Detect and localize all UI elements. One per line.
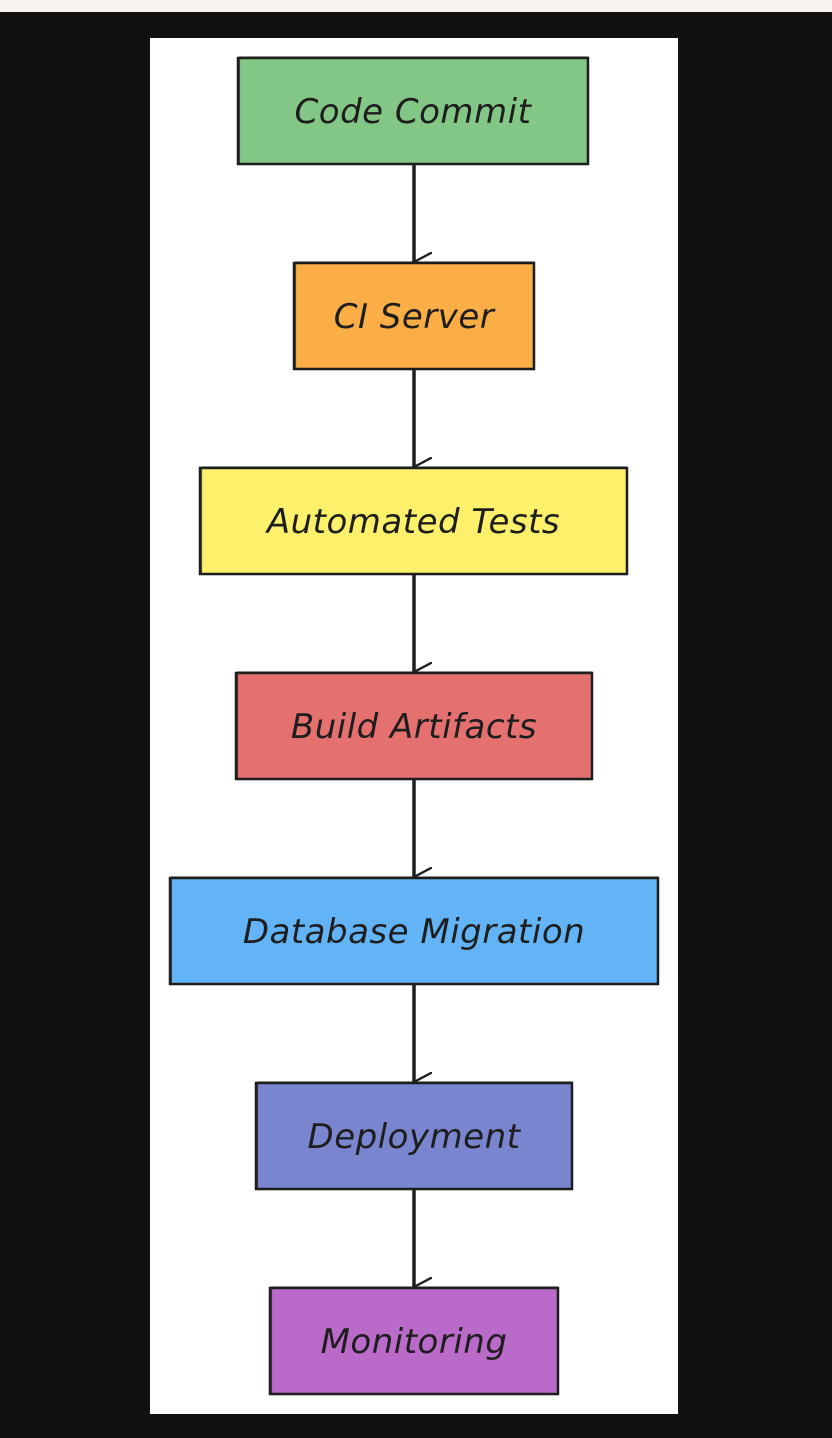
node-box bbox=[268, 1286, 560, 1396]
node-box-sketch bbox=[236, 671, 593, 781]
node-box bbox=[168, 876, 660, 986]
node-box-sketch bbox=[270, 1286, 559, 1396]
node-label: Database Migration bbox=[243, 912, 585, 952]
node-deployment: Deployment bbox=[254, 1081, 574, 1191]
node-build-artifacts: Build Artifacts bbox=[234, 671, 594, 781]
node-label: Monitoring bbox=[321, 1322, 508, 1362]
node-box-sketch bbox=[200, 466, 628, 576]
node-code-commit: Code Commit bbox=[236, 56, 590, 166]
node-box-sketch bbox=[294, 261, 535, 371]
node-monitoring: Monitoring bbox=[268, 1286, 560, 1396]
node-label: CI Server bbox=[334, 297, 496, 337]
node-box-sketch bbox=[238, 56, 589, 166]
node-box bbox=[292, 261, 536, 371]
node-label: Automated Tests bbox=[265, 502, 560, 542]
node-box-sketch bbox=[256, 1081, 573, 1191]
node-label: Code Commit bbox=[295, 92, 533, 132]
node-label: Build Artifacts bbox=[291, 707, 537, 747]
node-automated-tests: Automated Tests bbox=[198, 466, 629, 576]
node-label: Deployment bbox=[308, 1117, 522, 1157]
node-box-sketch bbox=[170, 876, 659, 986]
node-ci-server: CI Server bbox=[292, 261, 536, 371]
top-bar bbox=[0, 0, 832, 12]
node-database-migration: Database Migration bbox=[168, 876, 660, 986]
node-box bbox=[234, 671, 594, 781]
